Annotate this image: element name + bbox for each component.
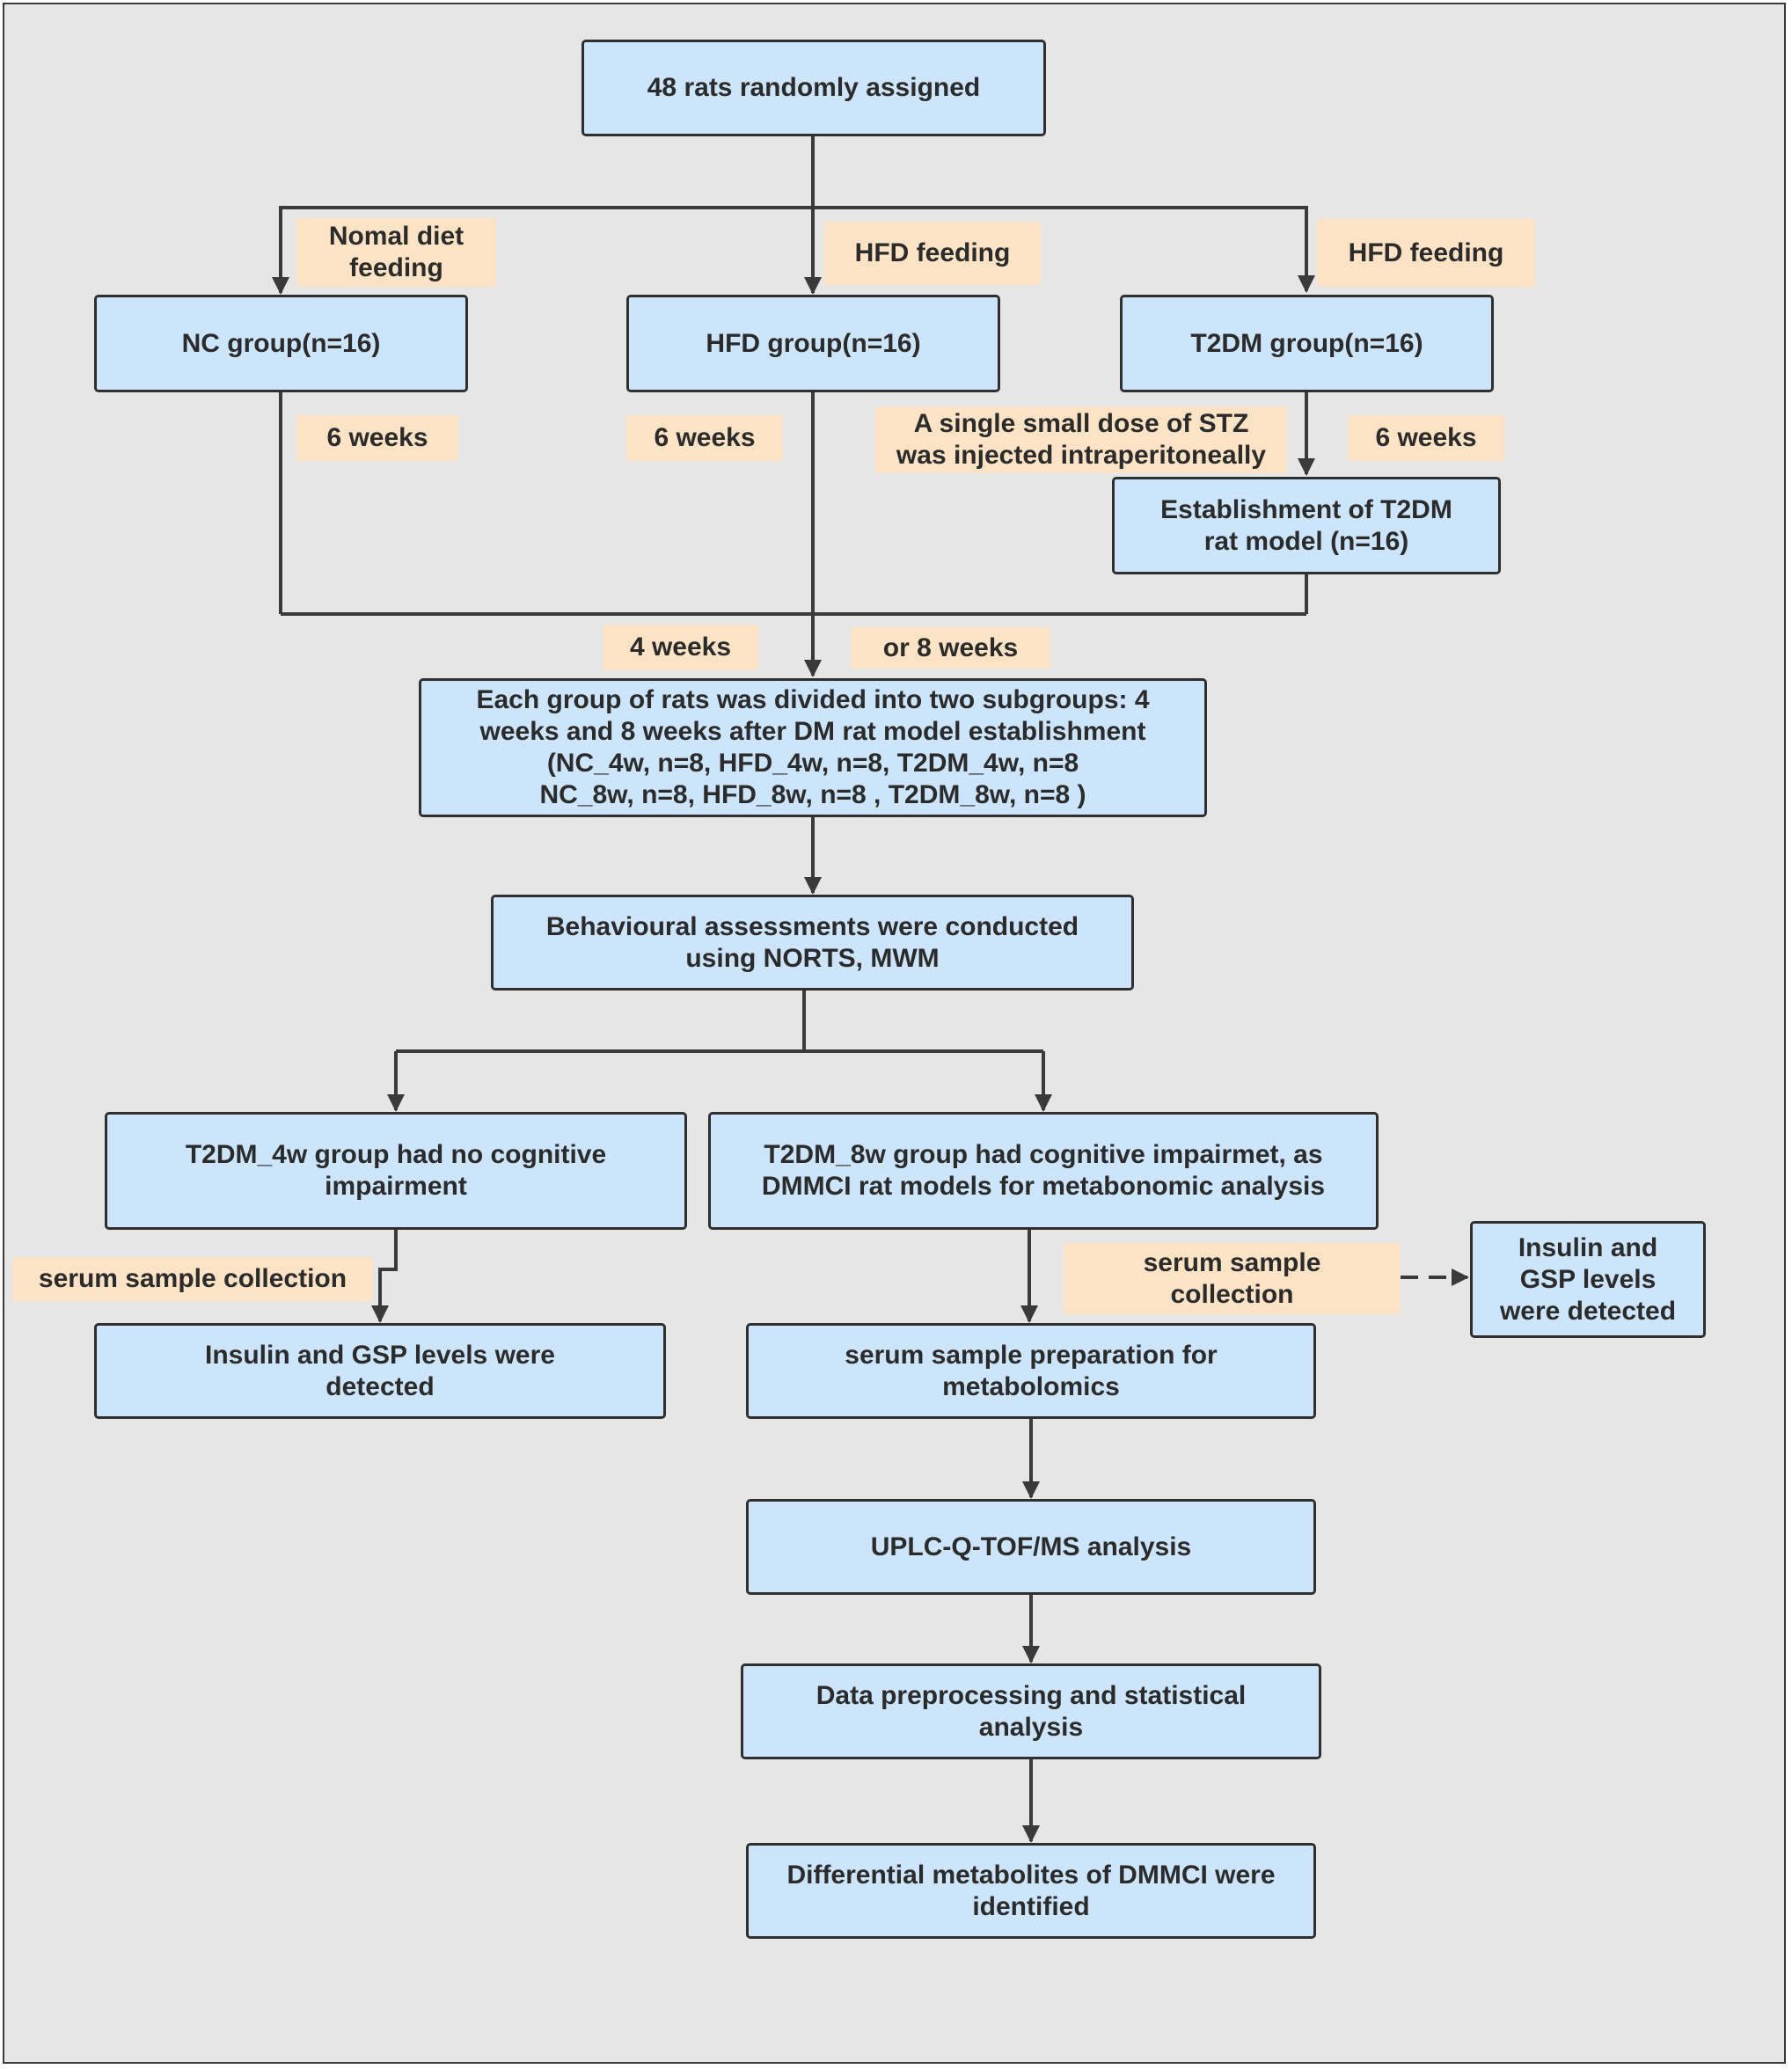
behaviour-box: Behavioural assessments were conducted u… xyxy=(491,895,1134,991)
data-proc-box: Data preprocessing and statistical analy… xyxy=(741,1663,1321,1759)
insulin-gsp-right-text: Insulin and GSP levels were detected xyxy=(1499,1232,1677,1326)
serum-prep-box: serum sample preparation for metabolomic… xyxy=(746,1323,1316,1419)
hfd-feeding-label-1: HFD feeding xyxy=(824,222,1041,285)
8-weeks-label: or 8 weeks xyxy=(851,627,1050,669)
t2dm-model-text: Establishment of T2DM rat model (n=16) xyxy=(1160,494,1452,556)
t2dm-8w-text: T2DM_8w group had cognitive impairmet, a… xyxy=(761,1140,1326,1201)
subgroups-box: Each group of rats was divided into two … xyxy=(419,678,1207,817)
arrow-to-insulin-left xyxy=(371,1229,398,1323)
uplc-text: UPLC-Q-TOF/MS analysis xyxy=(870,1532,1192,1561)
start-box-text: 48 rats randomly assigned xyxy=(647,73,981,102)
insulin-gsp-left-text: Insulin and GSP levels were detected xyxy=(205,1340,555,1401)
data-proc-text: Data preprocessing and statistical analy… xyxy=(816,1680,1247,1742)
insulin-gsp-right-box: Insulin and GSP levels were detected xyxy=(1470,1221,1706,1338)
serum-collection-right-label: serum sample collection xyxy=(1064,1243,1401,1314)
serum-prep-text: serum sample preparation for metabolomic… xyxy=(845,1340,1218,1401)
hfd-group-text: HFD group(n=16) xyxy=(706,328,921,358)
start-box: 48 rats randomly assigned xyxy=(581,40,1046,136)
behaviour-text: Behavioural assessments were conducted u… xyxy=(545,911,1079,973)
nomal-diet-label: Nomal diet feeding xyxy=(296,218,496,287)
uplc-box: UPLC-Q-TOF/MS analysis xyxy=(746,1499,1316,1595)
stz-injection-label: A single small dose of STZ was injected … xyxy=(875,406,1287,473)
nc-group-box: NC group(n=16) xyxy=(94,295,468,392)
insulin-gsp-left-box: Insulin and GSP levels were detected xyxy=(94,1323,666,1419)
nc-6-weeks-label: 6 weeks xyxy=(296,415,458,461)
hfd-6-weeks-label: 6 weeks xyxy=(626,415,783,461)
t2dm-group-box: T2DM group(n=16) xyxy=(1120,295,1494,392)
4-weeks-label: 4 weeks xyxy=(603,625,758,670)
hfd-group-box: HFD group(n=16) xyxy=(626,295,1000,392)
t2dm-6-weeks-label: 6 weeks xyxy=(1348,415,1504,461)
diff-metab-box: Differential metabolites of DMMCI were i… xyxy=(746,1843,1316,1939)
t2dm-group-text: T2DM group(n=16) xyxy=(1190,328,1423,358)
t2dm-model-box: Establishment of T2DM rat model (n=16) xyxy=(1112,477,1501,574)
diff-metab-text: Differential metabolites of DMMCI were i… xyxy=(786,1860,1276,1921)
nc-group-text: NC group(n=16) xyxy=(181,328,381,358)
t2dm-4w-text: T2DM_4w group had no cognitive impairmen… xyxy=(185,1140,607,1201)
subgroups-text: Each group of rats was divided into two … xyxy=(476,685,1150,809)
hfd-feeding-label-2: HFD feeding xyxy=(1317,219,1535,287)
t2dm-4w-box: T2DM_4w group had no cognitive impairmen… xyxy=(105,1112,687,1230)
serum-collection-left-label: serum sample collection xyxy=(12,1257,373,1301)
t2dm-8w-box: T2DM_8w group had cognitive impairmet, a… xyxy=(708,1112,1379,1230)
